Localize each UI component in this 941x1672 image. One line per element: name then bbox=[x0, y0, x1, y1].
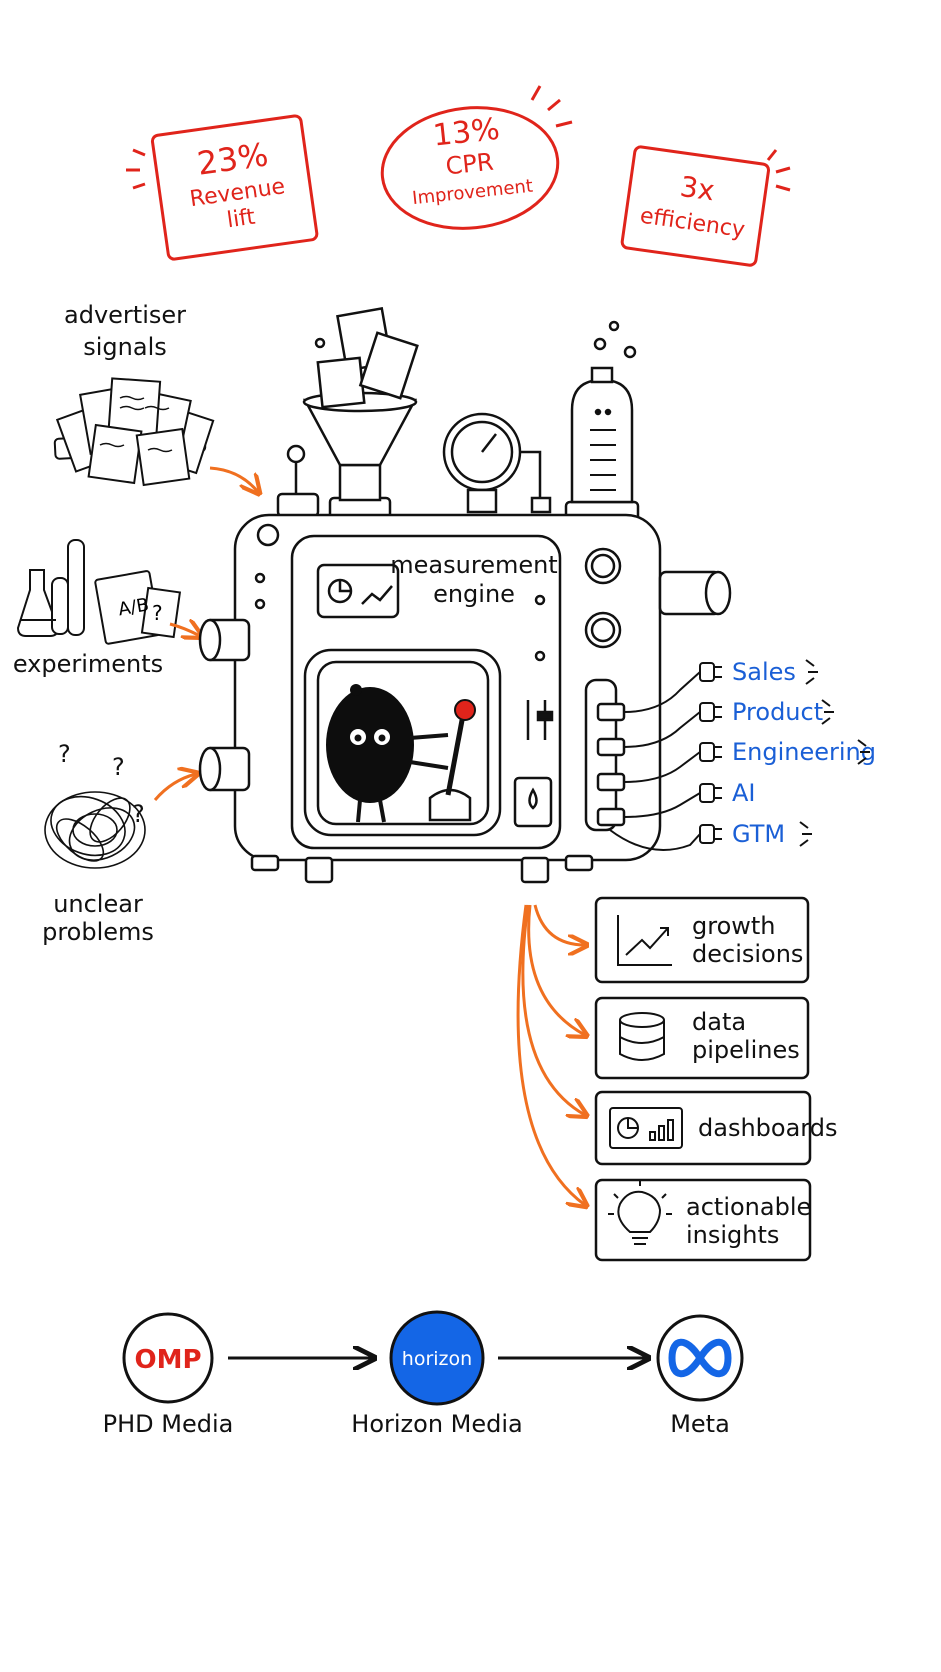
team-connections bbox=[609, 671, 701, 851]
output-label: insights bbox=[686, 1221, 779, 1249]
question-mark: ? bbox=[112, 753, 125, 781]
lever-knob-icon bbox=[276, 444, 320, 518]
plug-icon bbox=[699, 783, 722, 803]
flow-arrow bbox=[533, 904, 585, 945]
emphasis-marks bbox=[530, 85, 573, 128]
output-label: pipelines bbox=[692, 1036, 800, 1064]
metric-value: 13% bbox=[431, 112, 501, 154]
funnel-icon bbox=[302, 391, 418, 522]
career-timeline: OMP PHD Media horizon Horizon Media Meta bbox=[103, 1310, 744, 1438]
metric-value: 3x bbox=[678, 170, 717, 207]
input-documents-icon bbox=[316, 306, 419, 409]
input-label: experiments bbox=[13, 650, 163, 678]
flow-arrow bbox=[521, 904, 585, 1115]
flow-arrow bbox=[209, 466, 258, 492]
coil-tube-icon bbox=[564, 366, 640, 524]
database-icon bbox=[619, 1012, 665, 1061]
meta-infinity-icon bbox=[668, 1338, 732, 1378]
flow-arrow bbox=[153, 774, 196, 801]
output-label: decisions bbox=[692, 940, 803, 968]
input-label: advertiser bbox=[64, 301, 186, 329]
lab-glassware-icon bbox=[16, 539, 85, 637]
engine-label: engine bbox=[433, 580, 515, 608]
input-label: signals bbox=[83, 333, 167, 361]
input-advertiser-signals: advertiser signals bbox=[53, 301, 258, 492]
control-lever-icon bbox=[428, 699, 476, 822]
output-card-growth: growth decisions bbox=[594, 896, 810, 984]
plug-icon bbox=[699, 662, 722, 682]
output-arrows bbox=[516, 904, 585, 1205]
metric-label: efficiency bbox=[638, 204, 746, 243]
question-mark: ? bbox=[58, 740, 71, 768]
output-label: dashboards bbox=[698, 1114, 837, 1142]
team-label-engineering: Engineering bbox=[732, 738, 876, 766]
team-label-product: Product bbox=[732, 698, 823, 726]
flow-arrow bbox=[527, 904, 585, 1035]
output-label: data bbox=[692, 1008, 746, 1036]
growth-chart-icon bbox=[617, 915, 672, 966]
metric-badge-revenue: 23% Revenue lift bbox=[126, 114, 319, 261]
team-label-gtm: GTM bbox=[732, 820, 785, 848]
input-label: problems bbox=[42, 918, 154, 946]
input-label: unclear bbox=[53, 890, 143, 918]
metric-label: Improvement bbox=[411, 176, 534, 210]
company-meta: Meta bbox=[656, 1314, 744, 1438]
paper-pile-icon bbox=[53, 377, 215, 487]
horizon-logo-icon: horizon bbox=[402, 1348, 472, 1370]
output-card-insights: actionable insights bbox=[594, 1178, 812, 1262]
company-phd-media: OMP PHD Media bbox=[103, 1312, 234, 1438]
metric-label: CPR bbox=[444, 148, 495, 181]
question-mark: ? bbox=[152, 601, 163, 625]
team-label-sales: Sales bbox=[732, 658, 796, 686]
metric-label: lift bbox=[225, 205, 257, 234]
team-plug: Engineering bbox=[699, 738, 876, 766]
team-plug: AI bbox=[699, 779, 756, 807]
team-plug: GTM bbox=[699, 820, 812, 848]
emphasis-marks bbox=[126, 148, 146, 190]
plug-icon bbox=[699, 824, 722, 844]
company-horizon-media: horizon Horizon Media bbox=[351, 1310, 523, 1438]
lightbulb-icon bbox=[608, 1180, 672, 1245]
output-label: actionable bbox=[686, 1193, 811, 1221]
team-plug: Product bbox=[699, 698, 834, 726]
operator-character bbox=[326, 684, 476, 823]
flow-arrow bbox=[516, 904, 585, 1205]
drop-gauge-icon bbox=[513, 776, 553, 828]
flow-arrow bbox=[169, 624, 200, 636]
output-card-pipelines: data pipelines bbox=[594, 996, 810, 1080]
emphasis-marks bbox=[766, 149, 791, 192]
tangle-scribble-icon bbox=[44, 791, 146, 869]
team-plug: Sales bbox=[699, 658, 818, 686]
company-name: PHD Media bbox=[103, 1410, 234, 1438]
plug-icon bbox=[699, 742, 722, 762]
input-experiments: A/B ? experiments bbox=[13, 539, 200, 678]
company-name: Horizon Media bbox=[351, 1410, 522, 1438]
notepad-icon: A/B ? bbox=[94, 570, 182, 645]
company-name: Meta bbox=[670, 1410, 730, 1438]
display-panel-icon bbox=[316, 563, 400, 619]
team-label-ai: AI bbox=[732, 779, 756, 807]
metric-badge-cpr: 13% CPR Improvement bbox=[380, 85, 573, 230]
metric-value: 23% bbox=[195, 135, 271, 183]
output-label: growth bbox=[692, 912, 776, 940]
omp-logo-icon: OMP bbox=[134, 1345, 201, 1375]
pressure-gauge-icon bbox=[442, 412, 552, 514]
engine-label: measurement bbox=[390, 551, 557, 579]
plug-icon bbox=[699, 702, 722, 722]
dashboard-icon bbox=[609, 1107, 683, 1149]
input-unclear-problems: ? ? ? unclear problems bbox=[42, 740, 196, 946]
team-list: Sales Product Engineering AI bbox=[699, 658, 876, 848]
output-card-dashboards: dashboards bbox=[594, 1090, 837, 1166]
metric-badge-efficiency: 3x efficiency bbox=[620, 145, 791, 267]
